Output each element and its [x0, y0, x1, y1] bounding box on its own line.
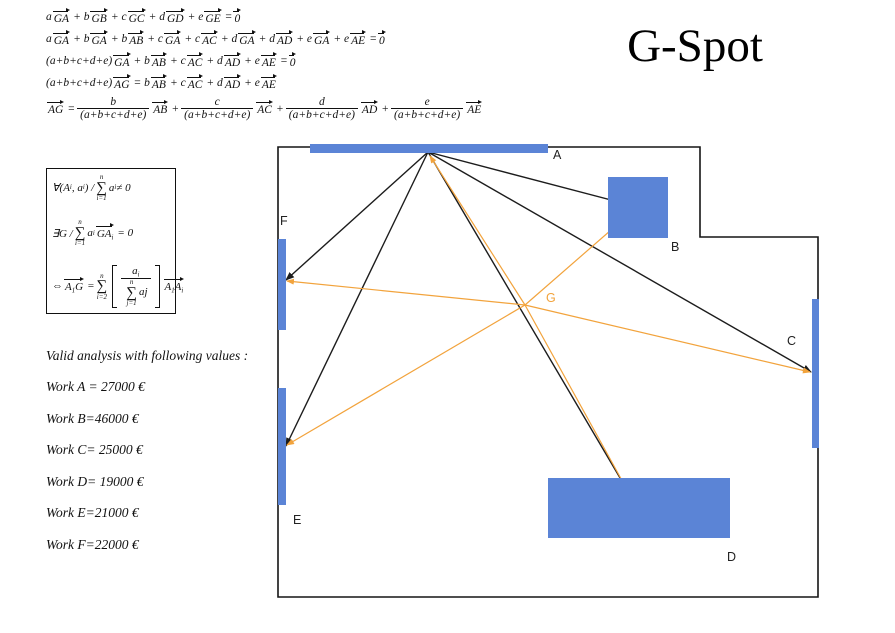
- work-f-block: [278, 239, 286, 330]
- arrow-g-to-c: [524, 304, 811, 374]
- work-a-value: Work A = 27000 €: [46, 379, 145, 394]
- arrow-a-to-b: [427, 151, 635, 208]
- work-b-value: Work B=46000 €: [46, 410, 139, 426]
- label-work-f: F: [280, 214, 288, 228]
- work-e-block: [278, 388, 286, 505]
- arrow-g-to-f: [286, 278, 526, 306]
- work-a-block: [310, 144, 548, 153]
- analysis-heading: Valid analysis with following values :: [46, 348, 249, 363]
- work-b-block: [608, 177, 668, 238]
- arrow-a-to-d: [427, 151, 637, 506]
- arrow-g-to-e: [286, 304, 526, 446]
- analysis-block: Valid analysis with following values : W…: [46, 348, 248, 568]
- arrow-a-to-e: [285, 151, 429, 447]
- label-g-spot: G: [546, 291, 556, 305]
- work-c-block: [812, 299, 819, 448]
- derivation-line-5: AG = b(a+b+c+d+e)AB + c(a+b+c+d+e)AC + d…: [46, 96, 485, 122]
- label-work-a: A: [553, 148, 562, 162]
- label-work-c: C: [787, 334, 797, 348]
- arrow-g-to-d: [524, 304, 636, 505]
- label-work-e: E: [293, 513, 302, 527]
- arrow-g-to-a: [429, 155, 526, 306]
- arrow-a-to-f: [285, 151, 429, 281]
- work-e-value: Work E=21000 €: [46, 505, 139, 520]
- work-d-block: [548, 478, 730, 538]
- work-d-value: Work D= 19000 €: [46, 473, 144, 489]
- room-outline: [277, 146, 819, 598]
- slide-title: G-Spot: [627, 20, 763, 72]
- label-work-d: D: [727, 550, 737, 564]
- arrow-a-to-c: [427, 151, 812, 373]
- work-f-value: Work F=22000 €: [46, 536, 139, 552]
- work-c-value: Work C= 25000 €: [46, 442, 143, 457]
- label-work-b: B: [671, 240, 680, 254]
